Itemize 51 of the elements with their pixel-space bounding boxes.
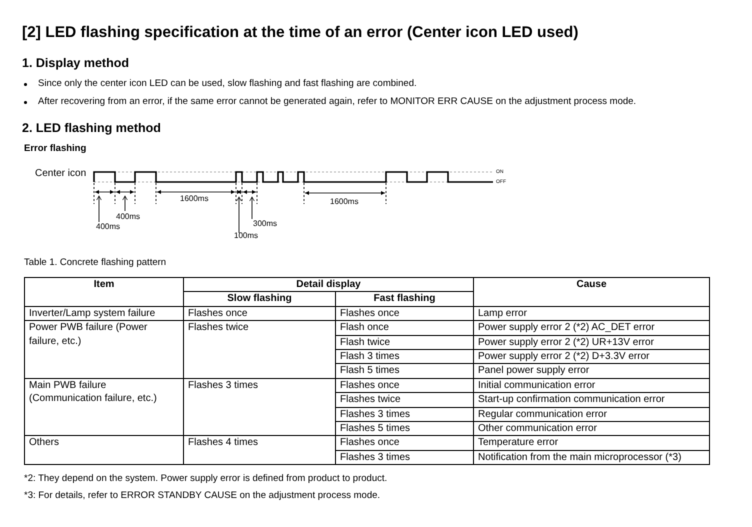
signal-name: Center icon <box>35 169 86 179</box>
duration-label: 1600ms <box>330 198 358 206</box>
footnote: *2: They depend on the system. Power supply error is defined from product to product. <box>24 474 388 484</box>
duration-label: 100ms <box>234 232 258 240</box>
table-cell: Power supply error 2 (*2) AC_DET error <box>474 320 710 336</box>
table-cell: Flashes 3 times <box>336 450 474 465</box>
table-cell: Flashes 3 times <box>184 378 336 436</box>
column-header: Item <box>24 278 184 306</box>
table-cell: Temperature error <box>474 436 710 450</box>
table-cell: Flash once <box>336 320 474 336</box>
table-caption: Table 1. Concrete flashing pattern <box>24 258 166 268</box>
table-cell: Power PWB failure (Power failure, etc.) <box>24 320 184 378</box>
duration-label: 400ms <box>96 223 120 231</box>
table-cell: Flashes twice <box>336 392 474 408</box>
table-cell: Flashes once <box>336 436 474 450</box>
table-cell: Regular communication error <box>474 407 710 422</box>
table-cell: Lamp error <box>474 306 710 321</box>
footnote: *3: For details, refer to ERROR STANDBY CAUSE on the adjustment process mode. <box>24 491 380 500</box>
table-cell: Flashes once <box>184 306 336 321</box>
table-cell: Initial communication error <box>474 378 710 393</box>
table-cell: Flashes 5 times <box>336 422 474 436</box>
section-heading: 1. Display method <box>22 57 129 70</box>
table-cell: Main PWB failure (Communication failure, etc.) <box>24 378 184 436</box>
table-cell: Others <box>24 436 184 465</box>
table-cell: Power supply error 2 (*2) D+3.3V error <box>474 350 710 364</box>
bullet-text: After recovering from an error, if the same error cannot be generated again, refer to MONITOR ERR CAUSE on the adjustment process mode. <box>38 97 636 106</box>
section-heading: 2. LED flashing method <box>22 122 161 134</box>
subsection-heading: Error flashing <box>24 144 86 154</box>
table-cell: Flashes twice <box>184 320 336 378</box>
table-cell: Flashes 4 times <box>184 436 336 465</box>
table-cell: Flash 5 times <box>336 364 474 378</box>
column-header: Cause <box>474 278 710 306</box>
table-cell: Flashes once <box>336 378 474 393</box>
table-cell: Panel power supply error <box>474 364 710 378</box>
table-cell: Inverter/Lamp system failure <box>24 306 184 321</box>
bullet-text: Since only the center icon LED can be used, slow flashing and fast flashing are combined. <box>38 79 417 88</box>
table-cell: Flashes once <box>336 306 474 321</box>
duration-label: 300ms <box>253 220 278 228</box>
table-cell: Notification from the main microprocessor (*3) <box>474 450 710 465</box>
column-header: Slow flashing <box>184 292 336 306</box>
page-title: [2] LED flashing specification at the time of an error (Center icon LED used) <box>22 25 578 40</box>
column-header: Detail display <box>184 278 474 292</box>
table-cell: Flash twice <box>336 335 474 350</box>
duration-label: 400ms <box>116 213 140 221</box>
table-cell: Flashes 3 times <box>336 407 474 422</box>
duration-label: 1600ms <box>180 195 208 203</box>
table-cell: Other communication error <box>474 422 710 436</box>
column-header: Fast flashing <box>336 292 474 306</box>
table-cell: Power supply error 2 (*2) UR+13V error <box>474 335 710 350</box>
table-cell: Start-up confirmation communication error <box>474 392 710 408</box>
table-cell: Flash 3 times <box>336 350 474 364</box>
